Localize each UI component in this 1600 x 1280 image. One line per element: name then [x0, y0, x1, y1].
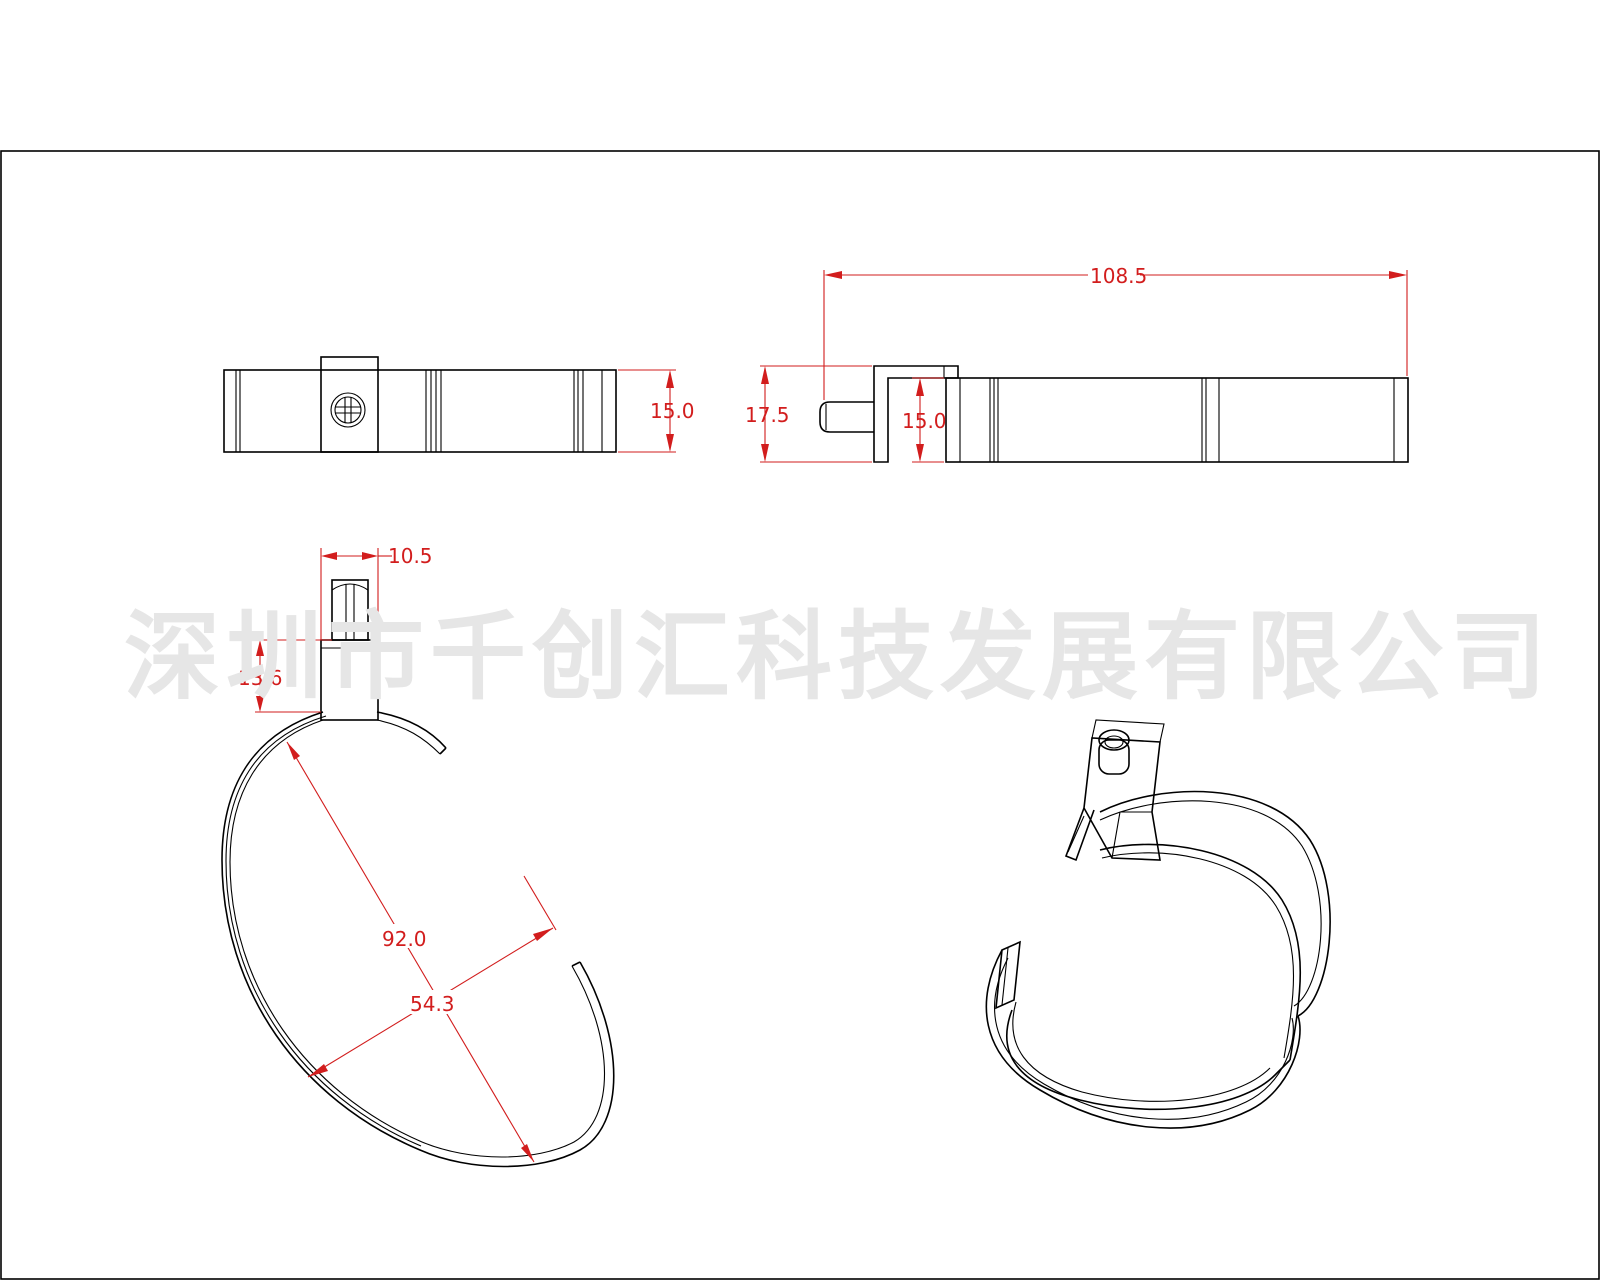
dim-total-height: 17.5 [745, 365, 872, 463]
front-view: 15.0 [223, 356, 695, 453]
drawing-frame [0, 150, 1600, 1280]
dim-band-height: 15.0 [902, 377, 947, 463]
dim-post-height: 13.6 [238, 639, 332, 713]
dim-label-front-height: 15.0 [650, 399, 695, 423]
dim-label-inner-width: 54.3 [410, 992, 455, 1016]
dim-label-overall-length: 108.5 [1090, 264, 1147, 288]
dim-label-post-height: 13.6 [238, 666, 283, 690]
dim-front-height: 15.0 [618, 369, 695, 453]
dim-inner-length: 92.0 [286, 741, 535, 1163]
dim-overall-length: 108.5 [823, 262, 1408, 400]
company-watermark: 深圳市千创汇科技发展有限公司 [124, 601, 1552, 713]
screw-head-icon [330, 392, 366, 428]
dim-label-inner-length: 92.0 [382, 927, 427, 951]
dim-inner-width: 54.3 [307, 875, 557, 1078]
dim-label-total-height: 17.5 [745, 403, 790, 427]
dim-post-width: 10.5 [320, 544, 433, 640]
top-view: 10.5 13.6 92.0 54.3 [221, 544, 615, 1168]
isometric-view [985, 719, 1331, 1129]
dim-label-post-width: 10.5 [388, 544, 433, 568]
side-view: 108.5 17.5 15.0 [745, 262, 1409, 463]
dim-label-band-height: 15.0 [902, 409, 947, 433]
